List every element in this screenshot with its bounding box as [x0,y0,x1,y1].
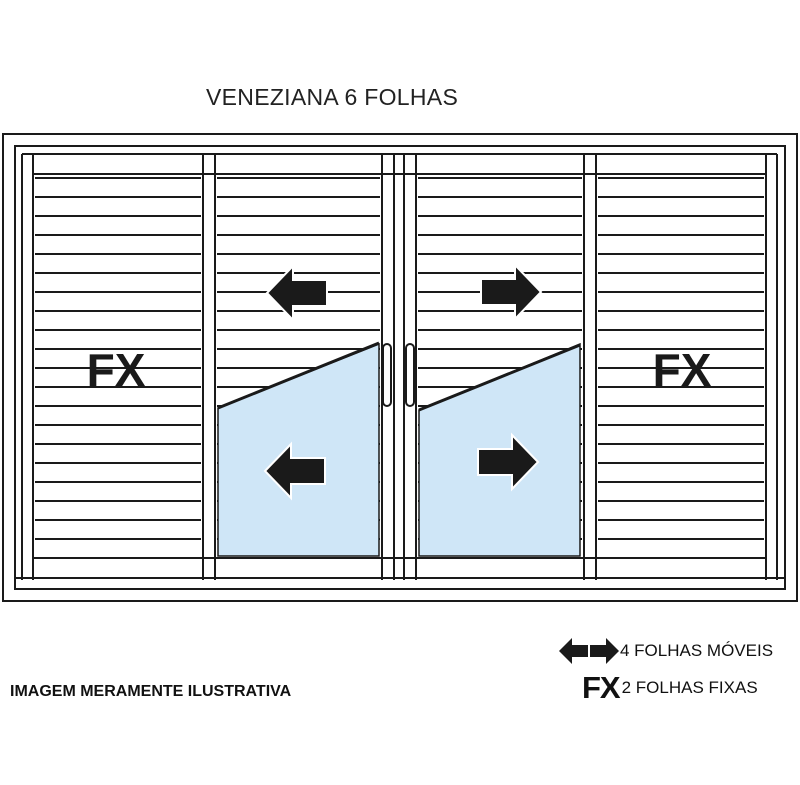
left-fixed-label: FX [87,344,146,396]
legend-moving-text: 4 FOLHAS MÓVEIS [620,641,774,660]
legend-moving-leaves: 4 FOLHAS MÓVEIS [558,636,773,666]
legend-fx-symbol: FX [582,670,621,705]
left-glass-panel [217,341,380,557]
diagram-title: VENEZIANA 6 FOLHAS [206,84,459,110]
double-arrow-icon [559,638,619,664]
outer-frame [2,133,798,602]
handles [382,343,415,407]
disclaimer-text: IMAGEM MERAMENTE ILUSTRATIVA [10,683,292,700]
legend-fixed-leaves: FX 2 FOLHAS FIXAS [582,672,758,703]
right-fixed-label: FX [653,344,712,396]
legend-fixed-text: 2 FOLHAS FIXAS [621,677,758,697]
